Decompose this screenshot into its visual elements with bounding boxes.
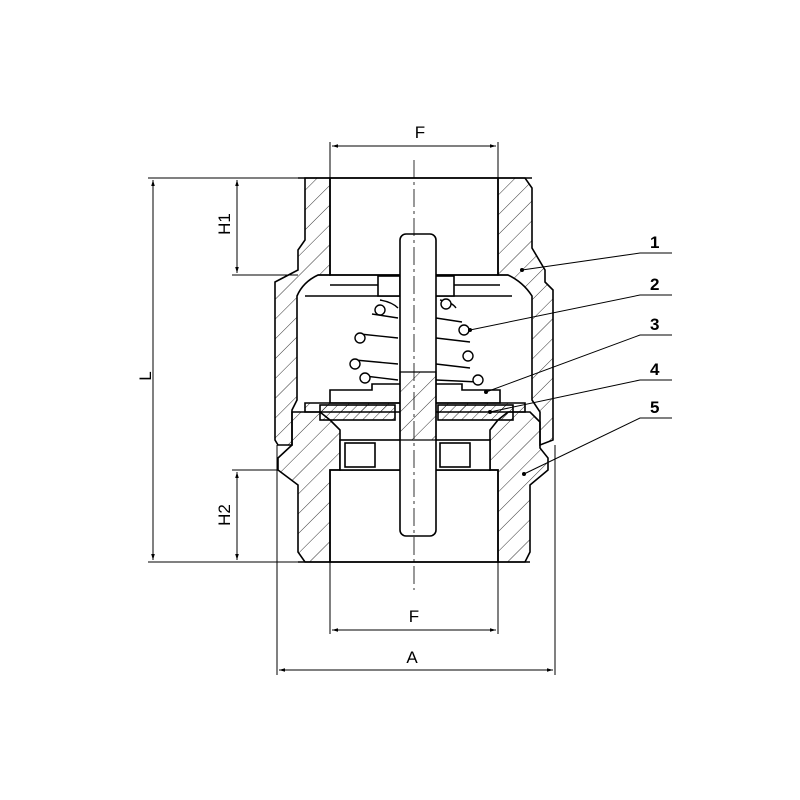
- leader-1: [521, 252, 672, 271]
- leader-4: [489, 379, 672, 413]
- dim-length-label: L: [136, 371, 155, 380]
- leader-2: [469, 294, 672, 331]
- dim-bottom-thread-label: F: [409, 607, 419, 626]
- dim-h1-label: H1: [215, 213, 234, 235]
- seal-ring: [319, 404, 514, 421]
- balloon-2: 2: [650, 275, 659, 294]
- spring: [349, 298, 484, 386]
- dim-width-label: A: [406, 648, 418, 667]
- dim-h2-label: H2: [215, 504, 234, 526]
- body-left-wall: [274, 177, 331, 446]
- balloon-3: 3: [650, 315, 659, 334]
- body-right-wall: [497, 177, 554, 447]
- leader-5: [523, 417, 672, 475]
- balloon-4: 4: [650, 360, 660, 379]
- leader-3: [485, 334, 672, 393]
- balloon-5: 5: [650, 398, 659, 417]
- dim-top-thread-label: F: [415, 123, 425, 142]
- balloon-1: 1: [650, 233, 659, 252]
- valve-body: [274, 177, 554, 447]
